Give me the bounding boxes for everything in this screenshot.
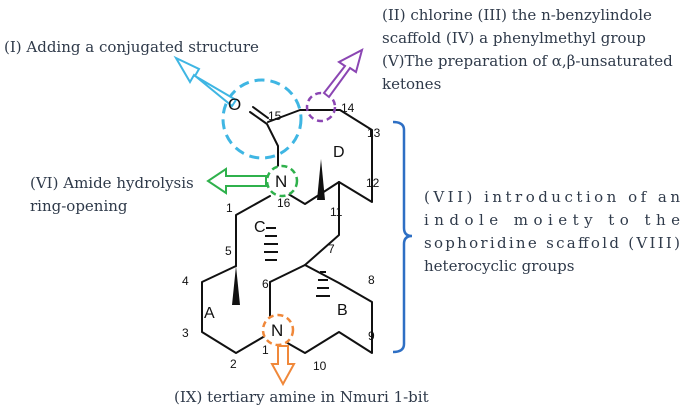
annotation-amide-hydrolysis-line-2: ring-opening: [30, 197, 128, 215]
annotation-conjugated-structure: (I) Adding a conjugated structure: [4, 38, 259, 56]
position-15: 15: [268, 109, 282, 123]
ring-label-d: D: [333, 144, 345, 161]
annotation-vii-line-4: heterocyclic groups: [424, 257, 574, 275]
position-6: 6: [262, 277, 269, 291]
position-1: 1: [226, 201, 233, 215]
position-11: 11: [330, 205, 343, 219]
position-8: 8: [368, 273, 375, 287]
annotation-ii-v-line-3: (V)The preparation of α,β-unsaturated: [382, 52, 673, 70]
hash-bond-6: [264, 227, 278, 261]
position-14: 14: [341, 101, 355, 115]
green-arrow-icon: [206, 167, 267, 195]
amide-nitrogen-label: N: [275, 172, 287, 191]
ring-label-a: A: [204, 305, 215, 322]
position-13: 13: [367, 126, 381, 140]
annotation-amide-hydrolysis-line-1: (VI) Amide hydrolysis: [30, 174, 194, 192]
wedge-bond-11: [317, 159, 325, 200]
position-9: 9: [368, 329, 375, 343]
annotation-ii-v-line-2: scaffold (IV) a phenylmethyl group: [382, 29, 646, 47]
position-5: 5: [225, 244, 232, 258]
annotation-vii-line-3: sophoridine scaffold (VIII): [424, 234, 680, 252]
annotation-tertiary-amine: (IX) tertiary amine in Nmuri 1-bit: [174, 388, 429, 406]
position-10: 10: [313, 359, 327, 373]
position-4: 4: [182, 274, 189, 288]
amide-n-highlight-circle: [265, 164, 299, 198]
position-3: 3: [182, 326, 189, 340]
position-16: 16: [277, 196, 291, 210]
position-1b: 1: [262, 343, 269, 357]
stereo-bonds: [232, 159, 330, 305]
ring-label-b: B: [337, 302, 348, 319]
ring-label-c: C: [254, 219, 266, 236]
annotation-ii-v-line-4: ketones: [382, 75, 441, 93]
position-12: 12: [366, 176, 380, 190]
conjugation-highlight-circle: [221, 78, 303, 160]
position-numbers: 15 14 13 12 11 16 1 5 7 6 4 8 3 9 1 2 10: [182, 101, 381, 373]
c14-highlight-circle: [305, 91, 337, 123]
annotation-vii-line-1: (VII) introduction of an: [424, 188, 680, 206]
position-2: 2: [230, 357, 237, 371]
position-7: 7: [328, 242, 335, 256]
wedge-bond-5: [232, 266, 240, 305]
amine-nitrogen-label: N: [271, 321, 283, 340]
hash-bond-7: [316, 271, 330, 297]
annotation-vii-line-2: indole moiety to the: [424, 211, 680, 229]
cyan-arrow-icon: [173, 55, 238, 108]
blue-brace: [392, 120, 413, 354]
annotation-ii-v-line-1: (II) chlorine (III) the n-benzylindole: [382, 6, 652, 24]
oxygen-atom-label: O: [228, 95, 241, 114]
purple-arrow-icon: [322, 48, 364, 99]
orange-arrow-icon: [270, 345, 296, 387]
